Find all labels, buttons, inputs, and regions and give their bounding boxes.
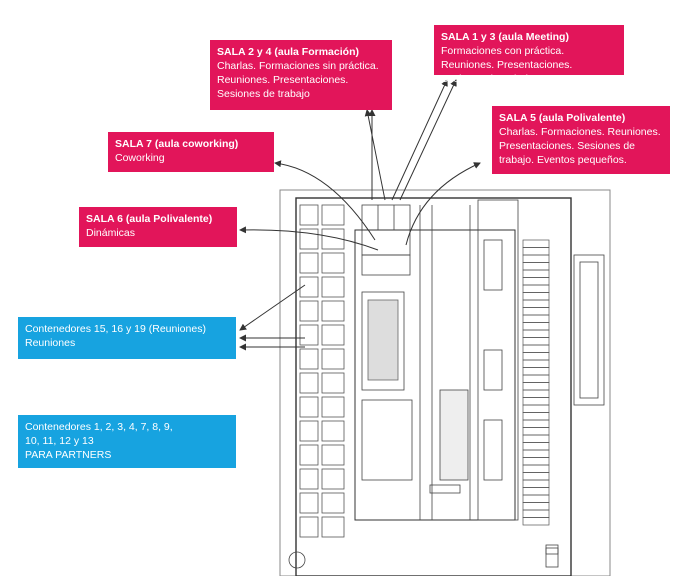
container-cell	[299, 252, 319, 274]
callout-sala-1-3: SALA 1 y 3 (aula Meeting) Formaciones co…	[434, 25, 624, 85]
parking-cell	[522, 337, 550, 346]
inner-structures	[288, 199, 605, 569]
parking-cell	[522, 494, 550, 503]
parking-cell	[522, 427, 550, 436]
parking-cell	[522, 464, 550, 473]
parking-cell	[522, 284, 550, 293]
parking-cell	[522, 502, 550, 511]
parking-cell	[522, 254, 550, 263]
container-cell	[321, 468, 345, 490]
left-containers	[299, 204, 345, 538]
parking-cell	[522, 374, 550, 383]
parking-cell	[522, 239, 550, 248]
parking-cell	[522, 247, 550, 256]
arrows	[239, 79, 481, 351]
parking-cell	[522, 509, 550, 518]
callout-description: Dinámicas	[86, 227, 136, 239]
parking-cell	[522, 419, 550, 428]
callout-title: Contenedores 15, 16 y 19 (Reuniones)	[25, 323, 206, 335]
callout-sala-7: SALA 7 (aula coworking) Coworking	[108, 132, 274, 172]
callout-sala-5: SALA 5 (aula Polivalente) Charlas. Forma…	[492, 106, 670, 174]
parking-cell	[522, 314, 550, 323]
parking-cell	[522, 299, 550, 308]
parking-cell	[522, 329, 550, 338]
container-cell	[321, 252, 345, 274]
container-cell	[299, 228, 319, 250]
parking-cell	[522, 517, 550, 526]
building-outline	[279, 189, 611, 576]
callout-description: Charlas. Formaciones sin práctica. Reuni…	[217, 60, 379, 100]
parking-cell	[522, 307, 550, 316]
container-cell	[299, 444, 319, 466]
container-cell	[321, 300, 345, 322]
parking-cell	[522, 487, 550, 496]
parking-cell	[522, 389, 550, 398]
parking-cell	[522, 382, 550, 391]
container-cell	[321, 228, 345, 250]
callout-sala-2-4: SALA 2 y 4 (aula Formación) Charlas. For…	[210, 40, 392, 110]
parking-cell	[522, 404, 550, 413]
container-cell	[321, 396, 345, 418]
container-cell	[321, 276, 345, 298]
callout-description: Formaciones con práctica. Reuniones. Pre…	[441, 45, 573, 85]
callout-title: SALA 1 y 3 (aula Meeting)	[441, 31, 569, 43]
container-cell	[299, 516, 319, 538]
parking-cell	[522, 277, 550, 286]
parking-cell	[522, 359, 550, 368]
parking-cell	[522, 479, 550, 488]
container-cell	[299, 204, 319, 226]
callout-contenedores-partners: Contenedores 1, 2, 3, 4, 7, 8, 9, 10, 11…	[18, 415, 236, 468]
right-parking	[522, 239, 550, 526]
container-cell	[299, 372, 319, 394]
callout-title: SALA 2 y 4 (aula Formación)	[217, 46, 359, 58]
container-cell	[299, 348, 319, 370]
container-cell	[299, 492, 319, 514]
container-cell	[299, 468, 319, 490]
callout-description: PARA PARTNERS	[25, 449, 112, 461]
callout-description: Charlas. Formaciones. Reuniones. Present…	[499, 126, 661, 166]
callout-title: SALA 6 (aula Polivalente)	[86, 213, 213, 225]
parking-cell	[522, 352, 550, 361]
callout-description: Reuniones	[25, 337, 76, 349]
parking-cell	[522, 322, 550, 331]
callout-title: SALA 7 (aula coworking)	[115, 138, 239, 150]
container-cell	[299, 396, 319, 418]
container-cell	[321, 420, 345, 442]
container-cell	[321, 348, 345, 370]
parking-cell	[522, 412, 550, 421]
parking-cell	[522, 344, 550, 353]
callout-contenedores-reuniones: Contenedores 15, 16 y 19 (Reuniones) Reu…	[18, 317, 236, 359]
container-cell	[299, 420, 319, 442]
parking-cell	[522, 442, 550, 451]
parking-cell	[522, 449, 550, 458]
container-cell	[321, 324, 345, 346]
parking-cell	[522, 269, 550, 278]
container-cell	[321, 492, 345, 514]
container-cell	[321, 516, 345, 538]
container-cell	[321, 444, 345, 466]
container-cell	[299, 276, 319, 298]
parking-cell	[522, 472, 550, 481]
container-cell	[321, 372, 345, 394]
parking-cell	[522, 292, 550, 301]
container-cell	[321, 204, 345, 226]
parking-cell	[522, 367, 550, 376]
callout-title: Contenedores 1, 2, 3, 4, 7, 8, 9, 10, 11…	[25, 421, 173, 447]
callout-description: Coworking	[115, 152, 165, 164]
callout-title: SALA 5 (aula Polivalente)	[499, 112, 626, 124]
parking-cell	[522, 434, 550, 443]
parking-cell	[522, 457, 550, 466]
callout-sala-6: SALA 6 (aula Polivalente) Dinámicas	[79, 207, 237, 247]
container-cell	[299, 300, 319, 322]
parking-cell	[522, 262, 550, 271]
parking-cell	[522, 397, 550, 406]
container-cell	[299, 324, 319, 346]
